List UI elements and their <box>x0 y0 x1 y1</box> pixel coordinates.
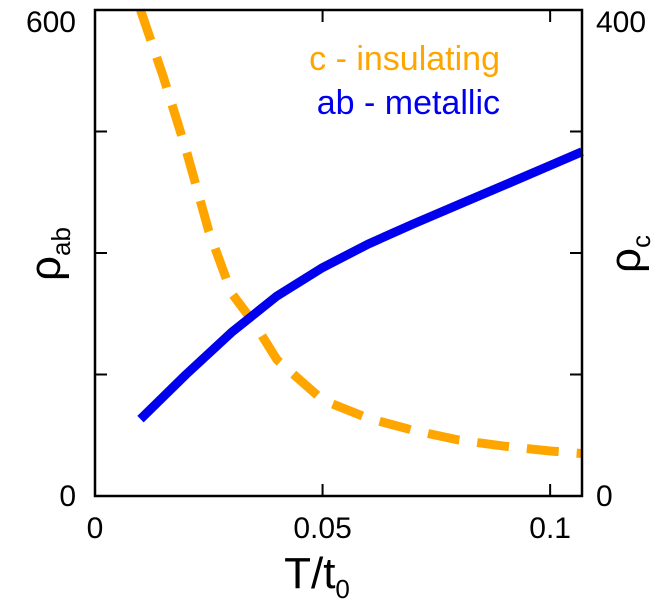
y-right-axis-label: ρc <box>601 235 656 273</box>
legend-entry-c-insulating: c - insulating <box>309 40 500 78</box>
series-layer <box>136 8 584 458</box>
y-left-axis-label-main: ρ <box>21 256 70 281</box>
y-left-tick-label: 600 <box>26 6 76 39</box>
y-right-axis-label-sub: c <box>626 235 656 248</box>
series-line-ab-metallic <box>137 147 584 423</box>
x-axis-label-sub: 0 <box>335 574 349 601</box>
legend-entry-ab-metallic: ab - metallic <box>317 84 500 122</box>
y-left-axis-label: ρab <box>21 227 76 281</box>
x-tick-label: 0 <box>87 512 104 545</box>
x-tick-label: 0.05 <box>293 512 351 545</box>
x-tick-label: 0.1 <box>529 512 571 545</box>
y-left-axis-label-sub: ab <box>46 227 76 256</box>
x-axis-label: T/t0 <box>284 549 350 601</box>
legend: c - insulating ab - metallic <box>309 40 500 122</box>
y-right-tick-label: 400 <box>596 6 646 39</box>
series-line-c-insulating <box>136 8 583 458</box>
ticks-layer: 0 0.05 0.1 0 600 0 400 <box>26 6 646 545</box>
y-left-tick-label: 0 <box>59 480 76 513</box>
y-right-tick-label: 0 <box>596 480 613 513</box>
x-axis-label-main: T/t <box>284 549 335 598</box>
y-right-axis-label-main: ρ <box>601 248 650 273</box>
